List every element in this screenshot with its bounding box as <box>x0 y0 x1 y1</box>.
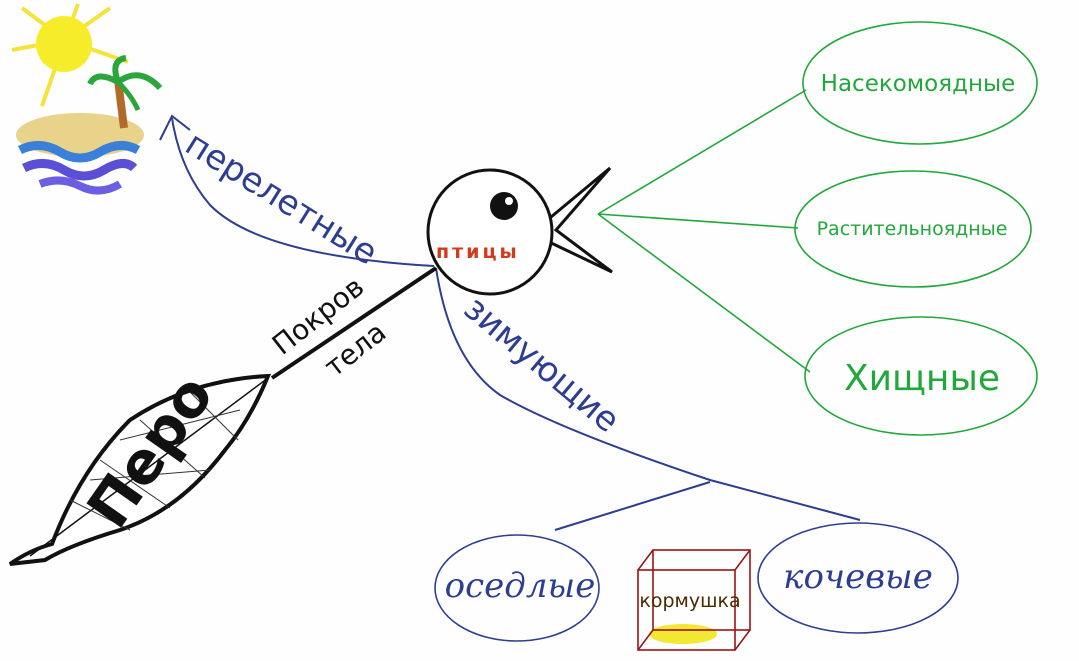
feeder-label: кормушка <box>639 590 740 612</box>
island-icon <box>16 55 163 195</box>
center-label: птицы <box>436 241 520 263</box>
diet-label-predatory: Хищные <box>844 358 1000 399</box>
wintering-type-nomadic: кочевые <box>783 557 933 597</box>
wintering-ellipse-sedentary <box>434 534 600 642</box>
wintering-label: зимующие <box>456 288 627 441</box>
wintering-branch-line <box>435 267 861 521</box>
diet-branch-lines <box>597 89 811 373</box>
diet-label-herbivorous: Растительноядные <box>817 218 1008 240</box>
wintering-ellipse-nomadic <box>757 522 959 634</box>
cover-branch-line <box>270 266 438 380</box>
wintering-split-line <box>554 481 711 531</box>
migratory-branch-line <box>171 117 435 267</box>
feather-icon <box>8 373 272 566</box>
bird-eye-icon <box>490 192 518 220</box>
diet-ellipse-herbivorous <box>794 170 1032 288</box>
sun-icon <box>11 3 129 107</box>
diet-ellipse-insectivorous <box>802 21 1038 145</box>
wintering-type-sedentary: оседлые <box>445 566 596 606</box>
migratory-label: перелетные <box>178 124 384 274</box>
feeder-box-icon <box>637 549 751 651</box>
diet-ellipse-predatory <box>804 316 1038 436</box>
bird-head-icon <box>426 166 613 296</box>
diet-label-insectivorous: Насекомоядные <box>821 71 1016 97</box>
migratory-arrowhead <box>159 114 191 141</box>
